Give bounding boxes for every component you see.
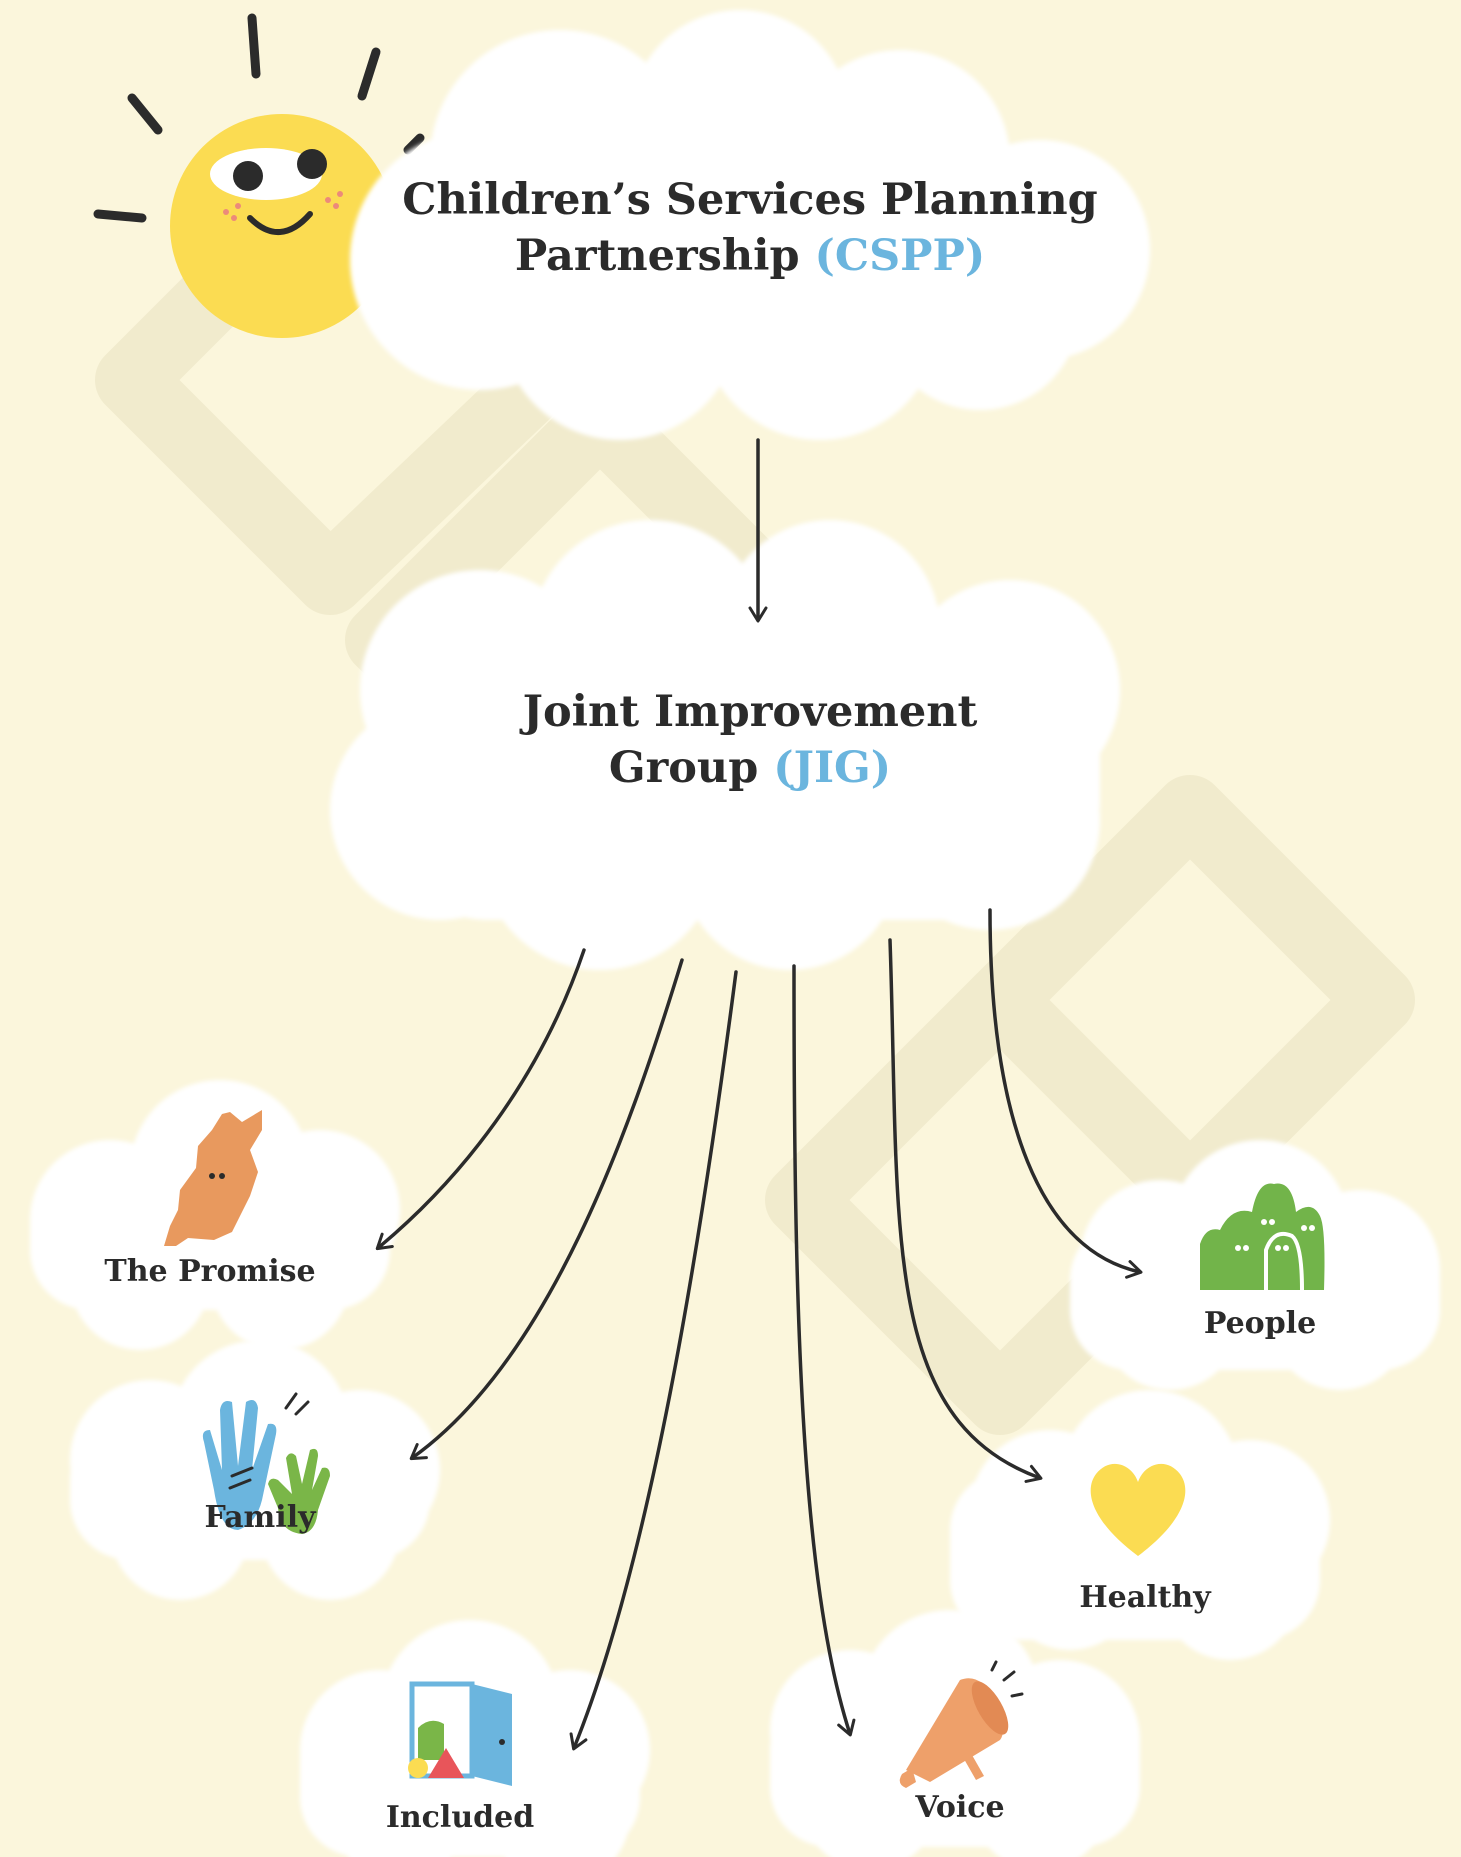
jig-cloud (330, 520, 1120, 970)
cspp-title-line2: Partnership (514, 231, 800, 281)
megaphone-icon (899, 1660, 1024, 1788)
scotland-map-icon (164, 1110, 262, 1246)
arrow-jig-to-people (988, 908, 1143, 1279)
promise-cloud (30, 1080, 400, 1350)
voice-label: Voice (915, 1790, 1005, 1825)
people-label: People (1203, 1306, 1317, 1341)
sun-icon (93, 13, 425, 338)
cspp-title: Children’s Services Planning Partnership… (360, 172, 1140, 284)
arrow-jig-to-promise (375, 948, 586, 1251)
included-cloud (300, 1620, 650, 1857)
healthy-cloud (950, 1390, 1330, 1660)
jig-abbr: (JIG) (773, 743, 892, 793)
jig-title: Joint Improvement Group (JIG) (380, 684, 1120, 796)
jig-title-line2: Group (608, 743, 759, 793)
arrow-jig-to-voice (792, 964, 856, 1737)
voice-cloud (770, 1610, 1140, 1857)
healthy-label: Healthy (1079, 1580, 1211, 1615)
high-five-hands-icon (202, 1392, 330, 1534)
connectors (375, 438, 1143, 1751)
cspp-title-line1: Children’s Services Planning (402, 175, 1098, 225)
cspp-abbr: (CSPP) (814, 231, 986, 281)
hills-with-eyes-icon (1200, 1183, 1325, 1291)
arrow-jig-to-included (569, 970, 738, 1751)
open-door-icon (408, 1681, 512, 1786)
heart-icon (1090, 1463, 1186, 1556)
family-label: Family (204, 1500, 316, 1535)
included-label: Included (385, 1800, 535, 1835)
arrow-jig-to-healthy (888, 938, 1043, 1483)
cspp-cloud (350, 10, 1150, 440)
jig-title-line1: Joint Improvement (522, 687, 978, 737)
arrow-jig-to-family (409, 958, 684, 1461)
promise-label: The Promise (104, 1254, 316, 1289)
